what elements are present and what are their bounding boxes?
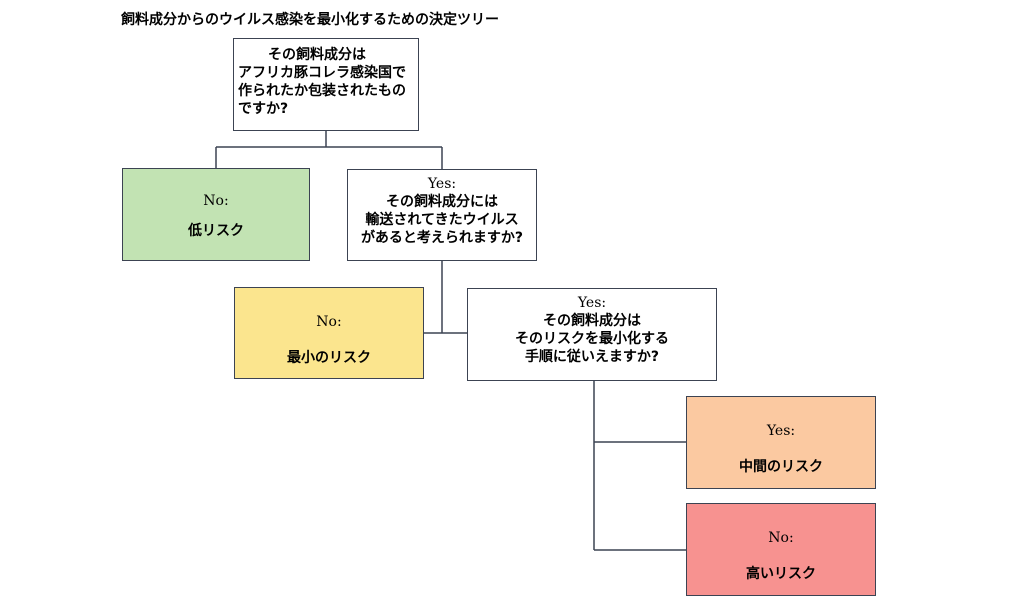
outcome-box-medium-risk: Yes: 中間のリスク (686, 396, 876, 489)
outcome-label: 中間のリスク (739, 459, 823, 475)
outcome-box-high-risk: No: 高いリスク (686, 503, 876, 596)
answer-label-no: No: (768, 530, 794, 546)
outcome-label: 最小のリスク (287, 350, 371, 366)
answer-label-yes: Yes: (766, 423, 796, 439)
question-box-transported-virus: Yes: その飼料成分には 輸送されてきたウイルス があると考えられますか? (347, 169, 537, 261)
question-line: 手順に従いえますか? (524, 349, 660, 365)
answer-label-yes: Yes: (577, 295, 607, 311)
diagram-title: 飼料成分からのウイルス感染を最小化するための決定ツリー (121, 12, 499, 28)
question-line: 作られたか包装されたもの (238, 83, 406, 99)
outcome-label: 低リスク (188, 223, 244, 239)
question-box-mitigation-procedure: Yes: その飼料成分は そのリスクを最小化する 手順に従いえますか? (467, 288, 717, 381)
question-line: 輸送されてきたウイルス (365, 212, 519, 228)
question-line: アフリカ豚コレラ感染国で (238, 65, 406, 81)
question-box-origin: その飼料成分は アフリカ豚コレラ感染国で 作られたか包装されたもの ですか? (233, 38, 419, 131)
outcome-box-minimal-risk: No: 最小のリスク (234, 287, 424, 379)
answer-label-no: No: (316, 314, 342, 330)
answer-label-no: No: (203, 193, 229, 209)
question-line: その飼料成分は (268, 47, 366, 63)
outcome-box-low-risk: No: 低リスク (122, 168, 310, 261)
question-line: その飼料成分は (543, 313, 641, 329)
question-line: ですか? (238, 101, 289, 117)
question-line: そのリスクを最小化する (515, 331, 669, 347)
question-line: があると考えられますか? (360, 230, 524, 246)
question-line: その飼料成分には (386, 194, 498, 210)
outcome-label: 高いリスク (746, 566, 816, 582)
answer-label-yes: Yes: (427, 176, 457, 192)
